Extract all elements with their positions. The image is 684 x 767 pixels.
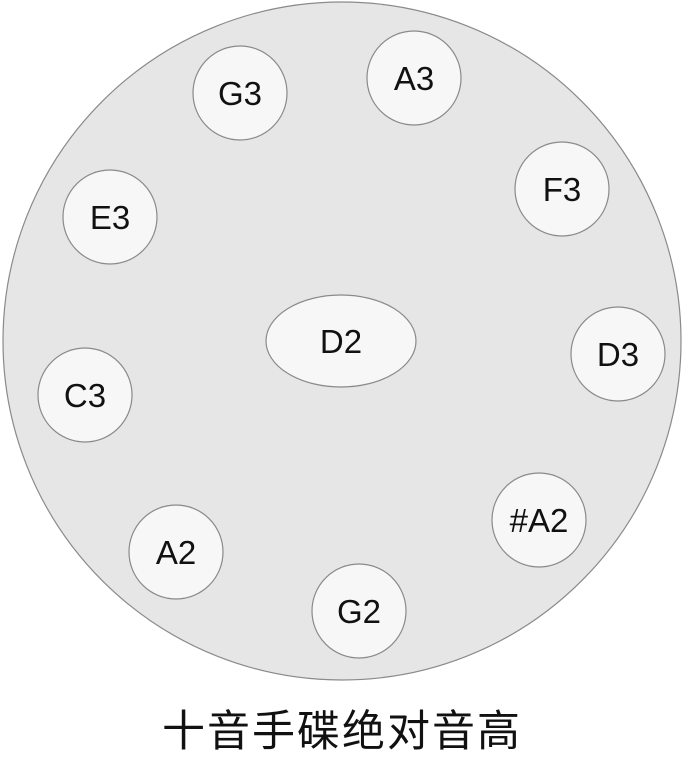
tone-field-shape [192, 45, 288, 141]
tone-field-label: E3 [90, 199, 130, 236]
tone-field-shape [491, 472, 587, 568]
tone-field-shape [570, 306, 666, 402]
tone-field-label: C3 [64, 377, 106, 414]
tone-field-label: A3 [394, 60, 434, 97]
tone-field-shape [311, 563, 407, 659]
tone-field-g3: G3 [192, 45, 288, 141]
ding-note-shape [265, 294, 417, 388]
tone-field-f3: F3 [514, 141, 610, 237]
tone-field-label: A2 [156, 534, 196, 571]
tone-field-label: D3 [597, 336, 639, 373]
tone-field-label: #A2 [510, 502, 569, 539]
tone-field-label: G2 [337, 593, 381, 630]
tone-field-shape [514, 141, 610, 237]
ding-note-label: D2 [320, 323, 362, 360]
ding-note: D2 [265, 294, 417, 388]
tone-field-shape [62, 169, 158, 265]
tone-field-a3: A3 [366, 30, 462, 126]
tone-field-e3: E3 [62, 169, 158, 265]
tone-field-shape [128, 504, 224, 600]
tone-field-shape [366, 30, 462, 126]
tone-field-shape [37, 347, 133, 443]
tone-field-a2: A2 [128, 504, 224, 600]
tone-field-label: F3 [543, 171, 582, 208]
diagram-caption: 十音手碟绝对音高 [162, 707, 522, 757]
tone-field-c3: C3 [37, 347, 133, 443]
tone-field-sharp-a2: #A2 [491, 472, 587, 568]
tone-field-d3: D3 [570, 306, 666, 402]
tone-field-g2: G2 [311, 563, 407, 659]
tone-field-label: G3 [218, 75, 262, 112]
